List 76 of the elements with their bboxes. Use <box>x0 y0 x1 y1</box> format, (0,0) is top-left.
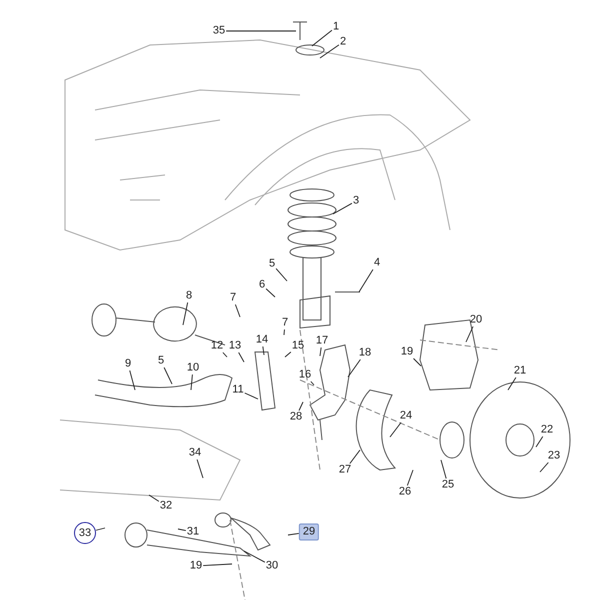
callout-number: 34 <box>188 446 202 460</box>
callout-number: 35 <box>212 24 226 38</box>
callout-number: 26 <box>398 486 412 498</box>
callout-number: 9 <box>124 358 132 370</box>
callout-number: 31 <box>186 526 200 538</box>
leader-line <box>244 550 266 563</box>
leader-line <box>348 359 361 378</box>
callout-number: 19 <box>188 560 204 572</box>
leader-line <box>466 326 474 342</box>
callout-number: 18 <box>358 346 372 360</box>
leader-line <box>320 347 322 356</box>
leader-line <box>413 358 422 366</box>
leader-line <box>540 462 549 472</box>
leader-line <box>266 288 276 298</box>
leader-line <box>332 202 352 214</box>
callout-number: 16 <box>298 368 312 382</box>
highlighted-callout-number: 29 <box>298 524 320 540</box>
callout-number: 27 <box>338 464 352 476</box>
leader-line <box>148 494 160 502</box>
callout-number: 8 <box>184 290 194 302</box>
leader-line <box>298 402 304 411</box>
leader-line <box>96 528 106 531</box>
callout-number: 12 <box>210 340 224 352</box>
callout-number: 1 <box>332 20 340 34</box>
leader-line <box>129 370 136 390</box>
callout-number: 6 <box>258 278 266 292</box>
leader-line <box>284 329 285 336</box>
leader-line <box>406 470 414 486</box>
leader-line <box>312 30 332 46</box>
leader-line <box>244 392 258 400</box>
callout-number: 28 <box>288 410 304 424</box>
leader-line <box>202 564 232 566</box>
leader-line <box>349 450 360 464</box>
leader-line <box>440 460 447 479</box>
callout-number: 14 <box>254 334 270 346</box>
callout-number: 32 <box>158 500 174 512</box>
callout-number: 4 <box>372 256 382 270</box>
callout-number: 13 <box>228 340 242 352</box>
callout-number: 3 <box>352 194 360 208</box>
callout-number: 7 <box>280 316 290 330</box>
leader-line <box>226 30 296 32</box>
callout-number: 7 <box>228 292 238 304</box>
callout-number: 24 <box>398 410 414 422</box>
leader-line <box>288 533 300 536</box>
leader-line <box>234 304 240 318</box>
leader-line <box>276 268 288 282</box>
leader-line <box>190 374 193 390</box>
callout-number: 30 <box>264 560 280 572</box>
leader-line <box>310 381 314 386</box>
callout-number: 20 <box>468 314 484 326</box>
leader-line <box>238 352 244 362</box>
callout-number: 17 <box>314 334 330 348</box>
callout-number: 22 <box>540 424 554 436</box>
leader-line <box>358 269 374 292</box>
leader-line <box>284 352 292 358</box>
leader-line <box>262 346 264 356</box>
circled-callout-number: 33 <box>74 522 96 544</box>
callout-number: 21 <box>512 364 528 378</box>
leader-line <box>178 528 186 532</box>
leader-line <box>390 422 402 438</box>
leader-line <box>222 352 228 358</box>
callout-number: 25 <box>440 478 456 492</box>
callout-number: 5 <box>156 354 166 368</box>
leader-line <box>320 44 340 58</box>
leader-line <box>508 377 516 390</box>
leader-line <box>182 302 188 326</box>
callout-number: 15 <box>290 340 306 352</box>
callout-number: 10 <box>186 362 200 374</box>
leader-line <box>164 367 172 384</box>
callout-number: 2 <box>338 36 348 48</box>
callout-number: 23 <box>546 450 562 462</box>
callout-number: 5 <box>268 258 276 270</box>
leader-line <box>196 459 204 478</box>
leader-line <box>536 436 544 448</box>
callout-number: 19 <box>400 346 414 358</box>
callout-number: 11 <box>231 384 245 396</box>
